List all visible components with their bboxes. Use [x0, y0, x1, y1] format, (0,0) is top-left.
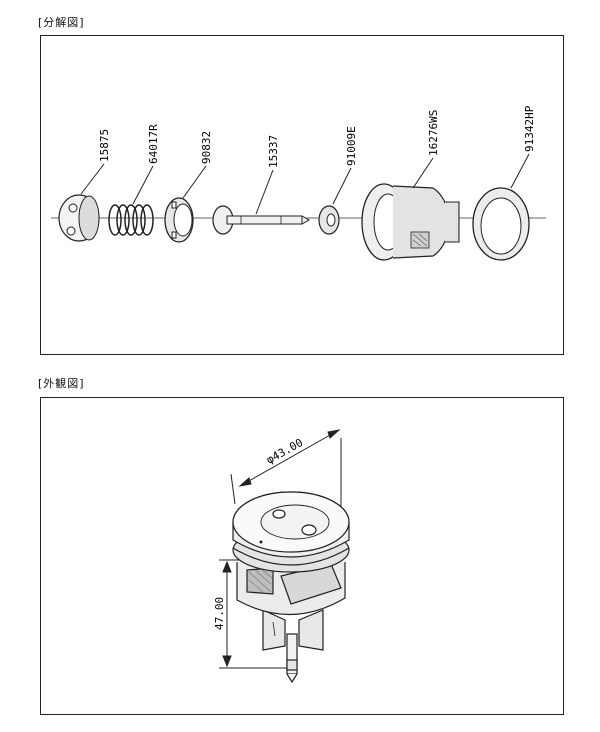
leader-15875: [80, 163, 105, 195]
part-91009E-washer: [318, 205, 340, 235]
diameter-label: φ43.00: [264, 436, 305, 467]
diameter-dimension: [230, 429, 342, 510]
leader-91342HP: [510, 153, 530, 189]
exploded-view-drawing: 15875 64017R 90832 15337 91009E 16276WS …: [51, 105, 546, 261]
exterior-view-heading: [外観図]: [38, 377, 85, 390]
part-label-90832: 90832: [200, 131, 213, 164]
height-label: 47.00: [213, 597, 226, 630]
part-91342HP-ring: [472, 187, 530, 261]
exterior-view-frame: φ43.00 47.00: [40, 397, 564, 715]
leader-15337: [255, 169, 274, 215]
leader-90832: [182, 165, 207, 199]
leader-16276WS: [412, 157, 434, 189]
part-15875-cap: [58, 194, 100, 242]
part-64017R-spring: [108, 204, 154, 236]
part-label-64017R: 64017R: [147, 124, 160, 164]
exploded-view-frame: 15875 64017R 90832 15337 91009E 16276WS …: [40, 35, 564, 355]
exploded-view-heading: [分解図]: [38, 16, 85, 29]
part-16276WS-body: [361, 183, 460, 261]
part-15337-plunger: [212, 205, 311, 235]
leader-91009E: [332, 167, 352, 205]
part-label-91009E: 91009E: [345, 126, 358, 166]
exterior-view-drawing: φ43.00 47.00: [213, 429, 350, 684]
part-label-15337: 15337: [267, 135, 280, 168]
assembled-valve: [232, 491, 350, 684]
part-label-91342HP: 91342HP: [523, 105, 536, 152]
part-label-15875: 15875: [98, 129, 111, 162]
part-label-16276WS: 16276WS: [427, 110, 440, 156]
leader-64017R: [132, 165, 154, 205]
part-90832-ring: [164, 197, 194, 243]
